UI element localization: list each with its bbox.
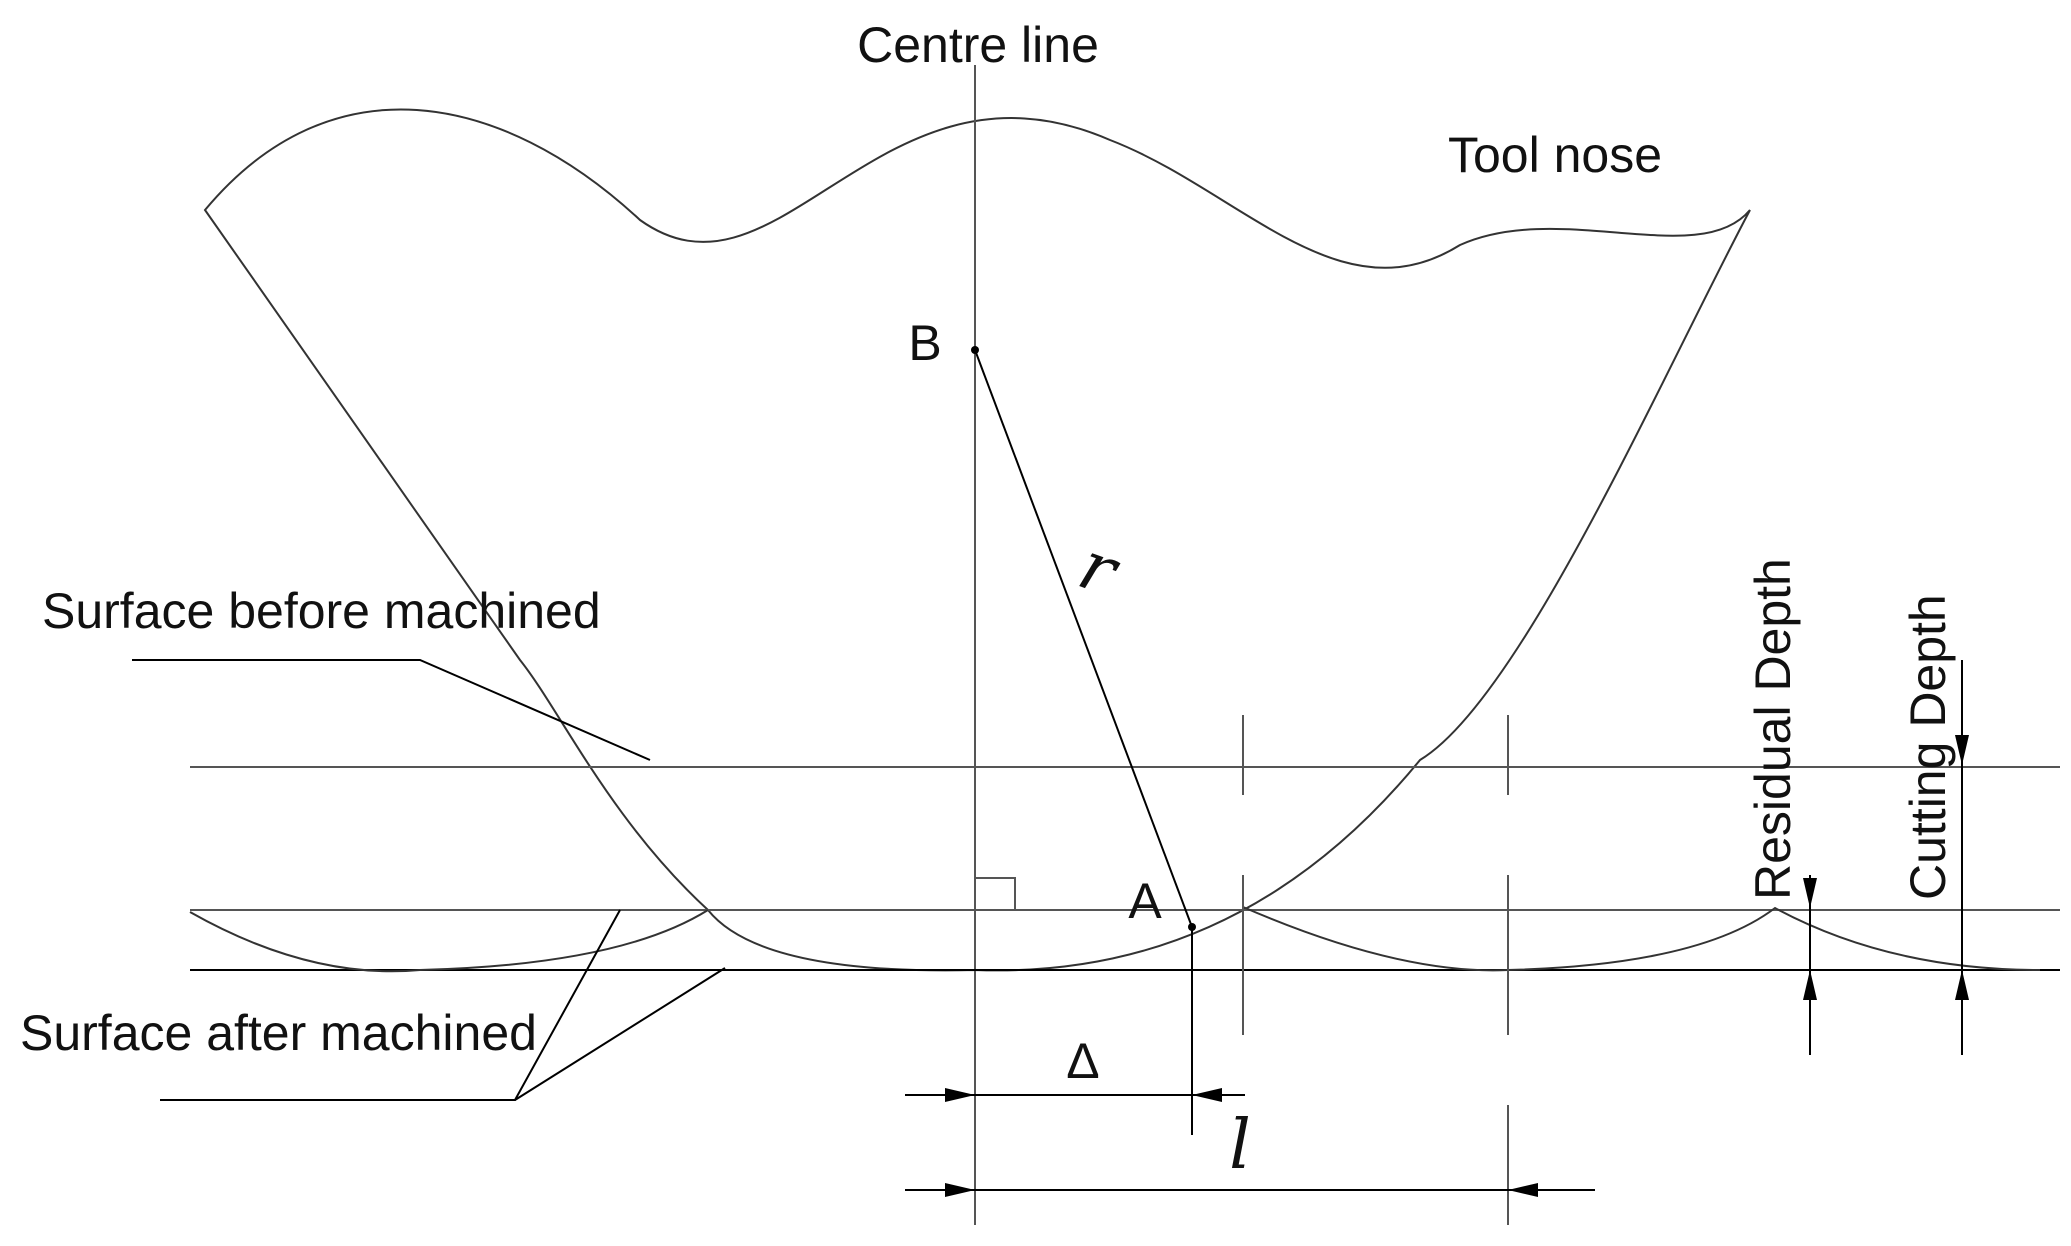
tool-nose-label: Tool nose: [1448, 127, 1662, 183]
point-b-label: B: [908, 315, 941, 371]
delta-arrow-left: [945, 1088, 975, 1102]
scallop-arc-mid-right: [1242, 906, 1509, 972]
length-arrow-left: [945, 1183, 975, 1197]
length-arrow-right: [1508, 1183, 1538, 1197]
surface-before-label: Surface before machined: [42, 583, 601, 639]
residual-arrow-up: [1803, 970, 1817, 1000]
cutting-arrow-down: [1955, 735, 1969, 765]
centre-line-label: Centre line: [857, 17, 1099, 73]
length-label: l: [1229, 1106, 1251, 1185]
radius-line: [974, 349, 1193, 928]
scallop-arc-right: [1507, 906, 2041, 971]
right-angle-marker: [975, 877, 1016, 910]
residual-arrow-down: [1803, 878, 1817, 908]
radius-label: r: [1069, 526, 1130, 613]
surface-after-label: Surface after machined: [20, 1005, 537, 1061]
surface-before-leader: [132, 659, 651, 761]
cutting-depth-label: Cutting Depth: [1900, 594, 1956, 900]
delta-label: Δ: [1066, 1033, 1099, 1089]
tool-nose-outline: [203, 108, 1751, 972]
scallop-arc-left: [189, 909, 709, 973]
point-a-label: A: [1128, 873, 1162, 929]
surface-after-leader-2: [514, 967, 726, 1101]
cutting-arrow-up: [1955, 970, 1969, 1000]
delta-arrow-right: [1192, 1088, 1222, 1102]
point-b-dot: [971, 346, 979, 354]
residual-depth-label: Residual Depth: [1745, 558, 1801, 900]
